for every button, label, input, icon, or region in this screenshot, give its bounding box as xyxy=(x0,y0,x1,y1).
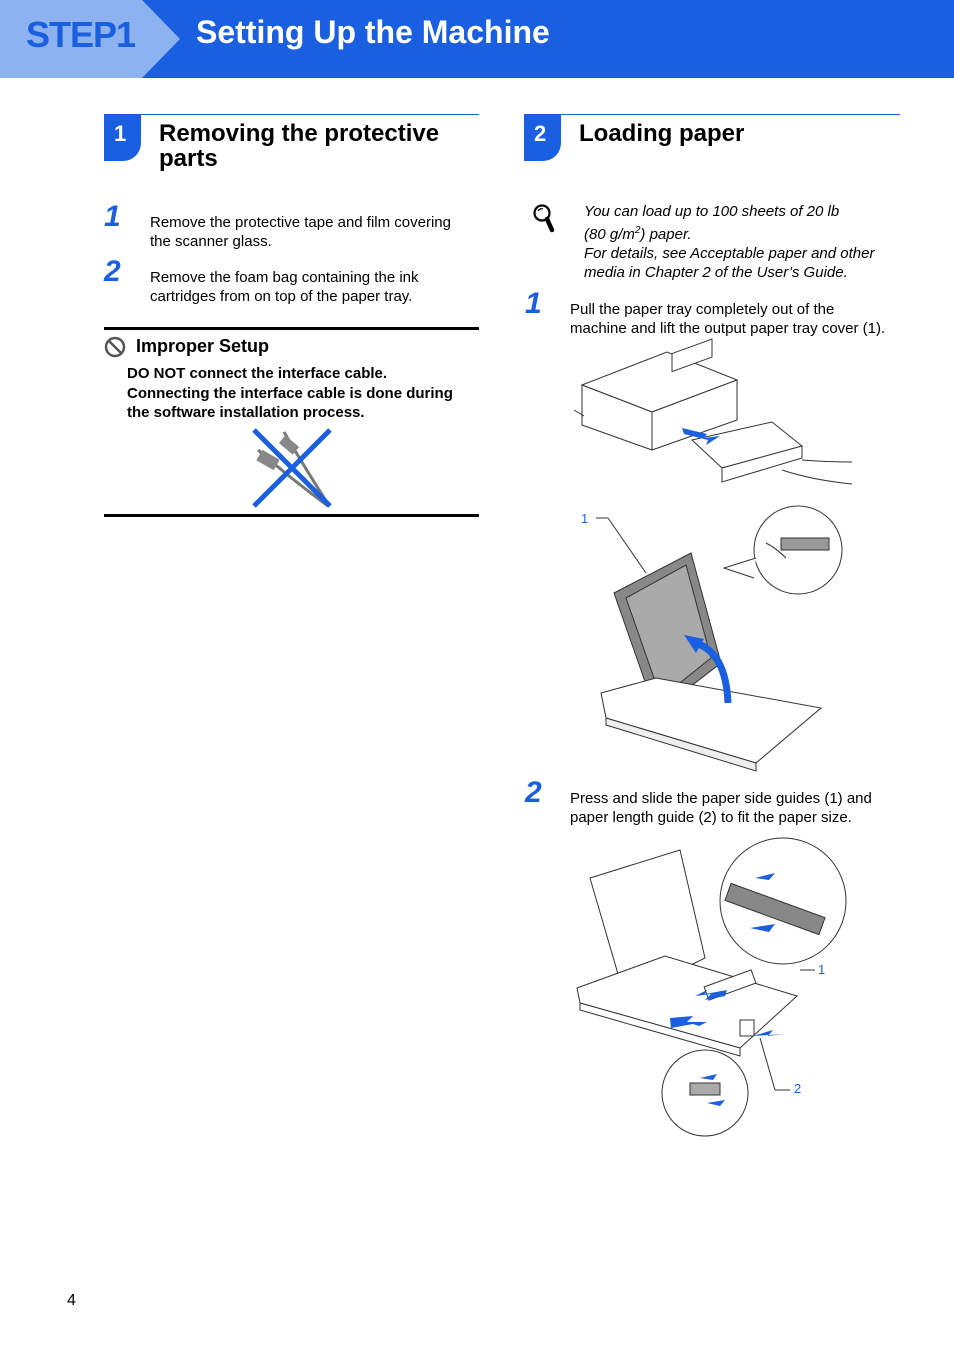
prohibited-icon xyxy=(104,336,126,358)
note-text: You can load up to 100 sheets of 20 lb (… xyxy=(584,203,875,281)
magnifier-icon xyxy=(533,204,555,233)
warning-title: Improper Setup xyxy=(136,336,270,356)
warning-bottom-rule xyxy=(104,514,479,517)
figure2-label-1: 1 xyxy=(581,511,589,526)
section2-step1-text: Pull the paper tray completely out of th… xyxy=(570,301,886,337)
tray-cover-lift-illustration xyxy=(596,505,843,772)
page-title: Setting Up the Machine xyxy=(196,14,550,50)
page-number: 4 xyxy=(67,1292,76,1309)
section2-rule xyxy=(524,114,900,115)
warning-top-rule xyxy=(104,327,479,330)
section1-step2-number: 2 xyxy=(104,255,121,288)
warning-text: DO NOT connect the interface cable. Conn… xyxy=(127,365,453,421)
section1-step1-number: 1 xyxy=(104,200,121,233)
section2-title: Loading paper xyxy=(579,120,745,147)
section1-step2-text: Remove the foam bag containing the ink c… xyxy=(150,269,419,305)
figure3-label-1: 1 xyxy=(818,962,826,977)
no-cable-illustration xyxy=(252,428,332,508)
section2-number-badge: 2 xyxy=(524,115,561,161)
machine-tray-illustration xyxy=(573,338,853,485)
step-label: STEP1 xyxy=(26,14,136,55)
section1-step1-text: Remove the protective tape and film cove… xyxy=(150,214,451,250)
section1-rule xyxy=(104,114,479,115)
section2-step2-text: Press and slide the paper side guides (1… xyxy=(570,790,872,826)
paper-guides-illustration xyxy=(576,837,847,1137)
figure3-label-2: 2 xyxy=(794,1081,802,1096)
section2-step2-number: 2 xyxy=(525,776,542,809)
section1-title: Removing the protective parts xyxy=(159,120,440,172)
step-tab-shape xyxy=(0,0,180,78)
section1-number-badge: 1 xyxy=(104,115,141,161)
page-header: STEP1 Setting Up the Machine xyxy=(0,0,954,78)
section2-step1-number: 1 xyxy=(525,287,542,320)
